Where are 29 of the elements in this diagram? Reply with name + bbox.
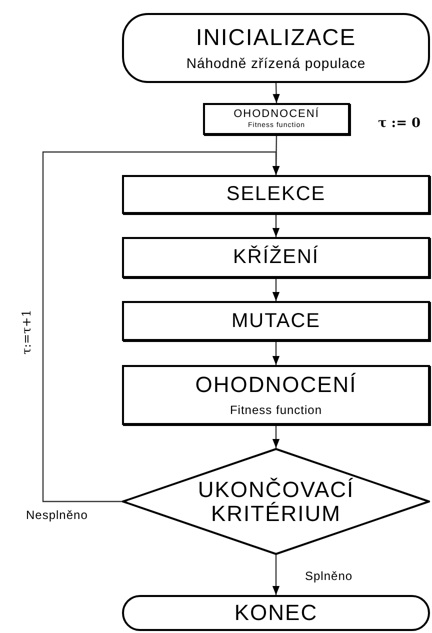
node-title: MUTACE bbox=[232, 310, 320, 332]
process-box bbox=[122, 237, 430, 278]
process-box bbox=[122, 365, 430, 425]
node-note: τ := 0 bbox=[378, 116, 421, 131]
arrow bbox=[272, 555, 280, 595]
node-title: INICIALIZACE bbox=[196, 24, 356, 50]
node-subtitle: Fitness function bbox=[230, 402, 322, 417]
arrow bbox=[272, 82, 280, 104]
terminator-box bbox=[122, 595, 430, 631]
terminator-box bbox=[122, 13, 430, 83]
edge-label: Nesplněno bbox=[25, 508, 89, 522]
arrow bbox=[272, 341, 280, 365]
process-box bbox=[122, 301, 430, 341]
node-title: SELEKCE bbox=[226, 184, 326, 205]
decision-diamond bbox=[122, 448, 430, 555]
arrow bbox=[272, 214, 280, 237]
arrow bbox=[42, 151, 280, 502]
node-title: OHODNOCENÍ bbox=[234, 109, 320, 121]
node-title: UKONČOVACÍ KRITÉRIUM bbox=[196, 478, 356, 525]
node-title: OHODNOCENÍ bbox=[195, 373, 357, 397]
process-box bbox=[203, 103, 350, 135]
process-box bbox=[122, 175, 430, 214]
loop-counter-label: τ:=τ+1 bbox=[20, 309, 34, 355]
node-subtitle: Náhodně zřízená populace bbox=[186, 55, 366, 72]
edge-label: Splněno bbox=[304, 569, 354, 583]
node-title: KONEC bbox=[234, 601, 318, 625]
node-title: KŘÍŽENÍ bbox=[233, 247, 319, 268]
arrow bbox=[272, 278, 280, 301]
arrow bbox=[272, 425, 280, 448]
